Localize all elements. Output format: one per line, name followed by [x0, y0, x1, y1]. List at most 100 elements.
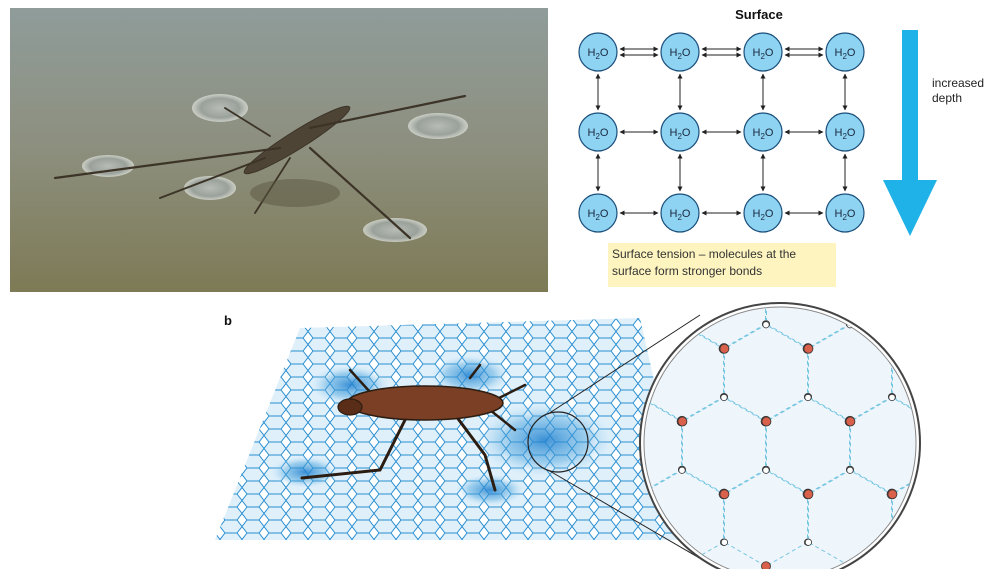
oxygen-atom: [887, 343, 897, 353]
molecule-bond-diagram: H2O H2O H2O H2O H2O H2O H2O H2O H2O H2O H2O H2O: [578, 30, 937, 236]
oxygen-atom: [972, 490, 981, 499]
water-molecule: H2O: [825, 193, 865, 233]
oxygen-atom: [719, 489, 730, 500]
surface-mesh-illustration: [215, 300, 997, 569]
oxygen-atom: [930, 562, 939, 569]
molecule-label: H2O: [588, 47, 609, 61]
molecule-label: H2O: [835, 47, 856, 61]
hydrogen-atom: [888, 393, 896, 402]
oxygen-atom: [803, 343, 814, 354]
molecule-circle: [660, 112, 700, 152]
hydrogen-atom: [720, 538, 729, 546]
caption-line1: Surface tension – molecules at the: [612, 247, 797, 261]
hydrogen-atom: [931, 467, 937, 473]
depth-label-line1: increased: [932, 76, 985, 90]
hydrogen-atom: [804, 393, 812, 402]
hydrogen-atom: [762, 321, 770, 329]
hydrogen-atom: [973, 539, 979, 545]
water-molecule: H2O: [660, 32, 700, 72]
water-molecules: H2O H2O H2O H2O H2O H2O H2O H2O H2O H2O H2O H2O: [578, 32, 865, 233]
molecule-circle: [660, 193, 700, 233]
hydrogen-atom: [762, 466, 770, 474]
water-molecule: H2O: [743, 112, 783, 152]
hydrogen-atom: [846, 466, 854, 474]
hydrogen-atom: [804, 538, 813, 546]
hydrogen-atom: [973, 394, 979, 400]
hydrogen-atom: [553, 539, 559, 545]
hydrogen-atom: [644, 538, 645, 546]
oxygen-atom: [677, 561, 687, 569]
oxygen-atom: [972, 344, 981, 353]
hydrogen-atom: [930, 321, 936, 327]
molecule-circle: [578, 112, 618, 152]
oxygen-atom: [887, 343, 898, 354]
surface-tension-caption: Surface tension – molecules at the surfa…: [608, 243, 836, 287]
oxygen-atom: [971, 490, 980, 499]
hydrogen-atom: [720, 393, 728, 402]
molecule-circle: [743, 193, 783, 233]
hydrogen-atom: [931, 321, 937, 327]
hydrogen-atom: [972, 539, 978, 545]
hydrogen-bond-hexagon: [934, 398, 997, 494]
oxygen-atom: [930, 417, 939, 426]
molecule-circle: [743, 32, 783, 72]
oxygen-atom: [972, 344, 981, 353]
molecule-circle: [743, 112, 783, 152]
water-molecule: H2O: [578, 193, 618, 233]
water-molecule: H2O: [578, 32, 618, 72]
caption-line2: surface form stronger bonds: [612, 264, 763, 278]
molecule-circle: [578, 32, 618, 72]
leg-dimples: [82, 94, 468, 242]
hydrogen-bond-hexagon: [934, 300, 997, 348]
depth-label: increased depth: [932, 76, 996, 106]
oxygen-atom: [971, 344, 980, 353]
oxygen-atom: [972, 489, 981, 498]
molecule-label: H2O: [588, 208, 609, 222]
magnify-spot: [527, 411, 589, 473]
water-strider-insect: [53, 94, 467, 240]
hydrogen-atom: [636, 539, 642, 545]
hydrogen-atom: [888, 538, 897, 546]
molecule-label: H2O: [835, 127, 856, 141]
molecule-label: H2O: [588, 127, 609, 141]
molecule-circle: [578, 193, 618, 233]
hydrogen-atom: [677, 320, 686, 328]
hydrogen-atom: [973, 394, 979, 400]
oxygen-atom: [886, 343, 897, 354]
oxygen-atom: [887, 489, 898, 500]
oxygen-atom: [929, 417, 938, 426]
hydrogen-bond-hexagon: [976, 470, 997, 566]
molecule-label: H2O: [670, 127, 691, 141]
panel-b-label: b: [224, 313, 232, 328]
water-molecule: H2O: [825, 32, 865, 72]
oxygen-atom: [930, 416, 939, 425]
water-molecule: H2O: [743, 32, 783, 72]
zoom-line-top: [547, 314, 701, 415]
depth-label-line2: depth: [932, 91, 963, 105]
molecule-circle: [825, 112, 865, 152]
hydrogen-atom: [887, 538, 896, 546]
surface-title: Surface: [735, 7, 783, 22]
bond-arrows: [595, 46, 848, 216]
oxygen-atom: [594, 562, 603, 569]
molecule-label: H2O: [670, 47, 691, 61]
molecule-label: H2O: [753, 127, 774, 141]
water-strider-insect: [300, 363, 527, 492]
hydrogen-atom: [678, 466, 686, 474]
oxygen-atom: [719, 343, 730, 354]
hydrogen-atom: [931, 322, 937, 328]
water-surface-mesh: [215, 318, 690, 540]
depth-arrow: [883, 30, 937, 236]
molecule-circle: [825, 32, 865, 72]
water-molecule: H2O: [743, 193, 783, 233]
hydrogen-atom: [972, 394, 978, 400]
hydrogen-atom: [931, 466, 937, 472]
oxygen-atom: [761, 561, 771, 569]
molecule-label: H2O: [670, 208, 691, 222]
molecule-label: H2O: [753, 208, 774, 222]
molecule-circle: [660, 32, 700, 72]
molecule-label: H2O: [753, 47, 774, 61]
molecule-circle: [825, 193, 865, 233]
hydrogen-bond-hexagon: [976, 325, 997, 421]
oxygen-atom: [845, 416, 856, 427]
